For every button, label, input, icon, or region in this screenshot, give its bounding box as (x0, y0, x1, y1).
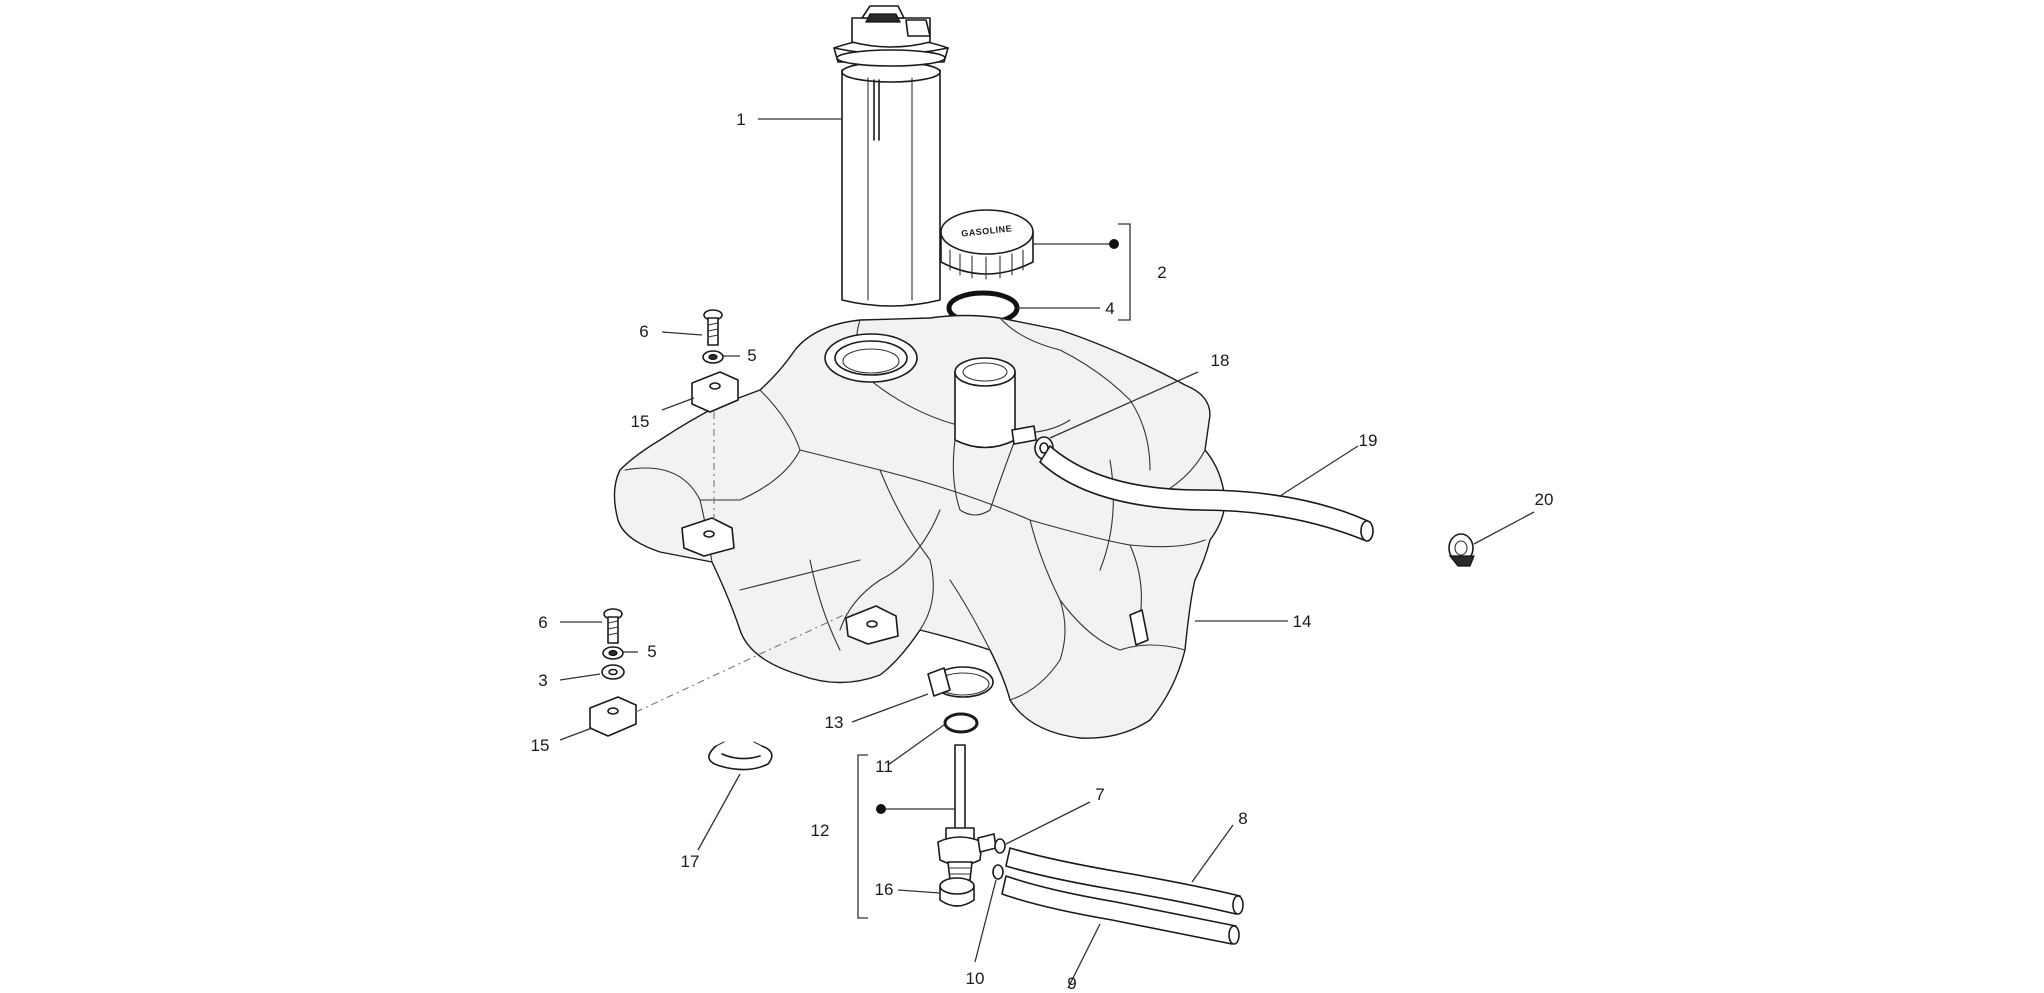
callout-labels: 1 2 4 6 5 15 18 19 20 14 6 5 3 15 13 11 … (531, 110, 1554, 993)
lower-alignment-line (635, 611, 851, 713)
callout-19: 19 (1359, 431, 1378, 450)
part-lower-spacer (601, 664, 625, 680)
callout-20: 20 (1535, 490, 1554, 509)
part-lower-bolt (603, 608, 623, 644)
callout-7: 7 (1095, 785, 1104, 804)
part-tap-o-ring (943, 712, 979, 734)
callout-18: 18 (1211, 351, 1230, 370)
callout-10: 10 (966, 969, 985, 988)
part-fuel-gauge-sender (833, 5, 949, 307)
callout-9: 9 (1067, 974, 1076, 993)
part-lower-clip-nut (589, 696, 637, 737)
callout-1: 1 (736, 110, 745, 129)
callout-17: 17 (681, 852, 700, 871)
callout-14: 14 (1293, 612, 1312, 631)
part-spring-clamp (708, 741, 773, 771)
leader-lines (559, 118, 1535, 989)
callout-5-lower: 5 (647, 642, 656, 661)
callout-15-upper: 15 (631, 412, 650, 431)
callout-16: 16 (875, 880, 894, 899)
callout-12: 12 (811, 821, 830, 840)
part-hose-clip-upper (994, 838, 1006, 854)
part-lower-washer (602, 646, 624, 660)
callout-3: 3 (538, 671, 547, 690)
part-upper-washer (702, 350, 724, 364)
part-hose-clip-lower (992, 864, 1004, 880)
part-upper-clip-nut (691, 371, 739, 413)
callout-2: 2 (1157, 263, 1166, 282)
part-fuel-cap: GASOLINE (940, 209, 1034, 280)
part-fuel-tap (937, 744, 997, 881)
callout-5-upper: 5 (747, 346, 756, 365)
callout-6-upper: 6 (639, 322, 648, 341)
part-hose-clip (1448, 533, 1475, 567)
callout-6-lower: 6 (538, 613, 547, 632)
callout-11: 11 (875, 757, 893, 776)
callout-8: 8 (1238, 809, 1247, 828)
part-fuel-tank (613, 314, 1226, 739)
callout-15-lower: 15 (531, 736, 550, 755)
part-tap-filter (939, 877, 975, 907)
callout-13: 13 (825, 713, 844, 732)
part-upper-bolt (703, 309, 723, 346)
callout-4: 4 (1105, 299, 1114, 318)
part-hose-clamp (927, 666, 994, 698)
